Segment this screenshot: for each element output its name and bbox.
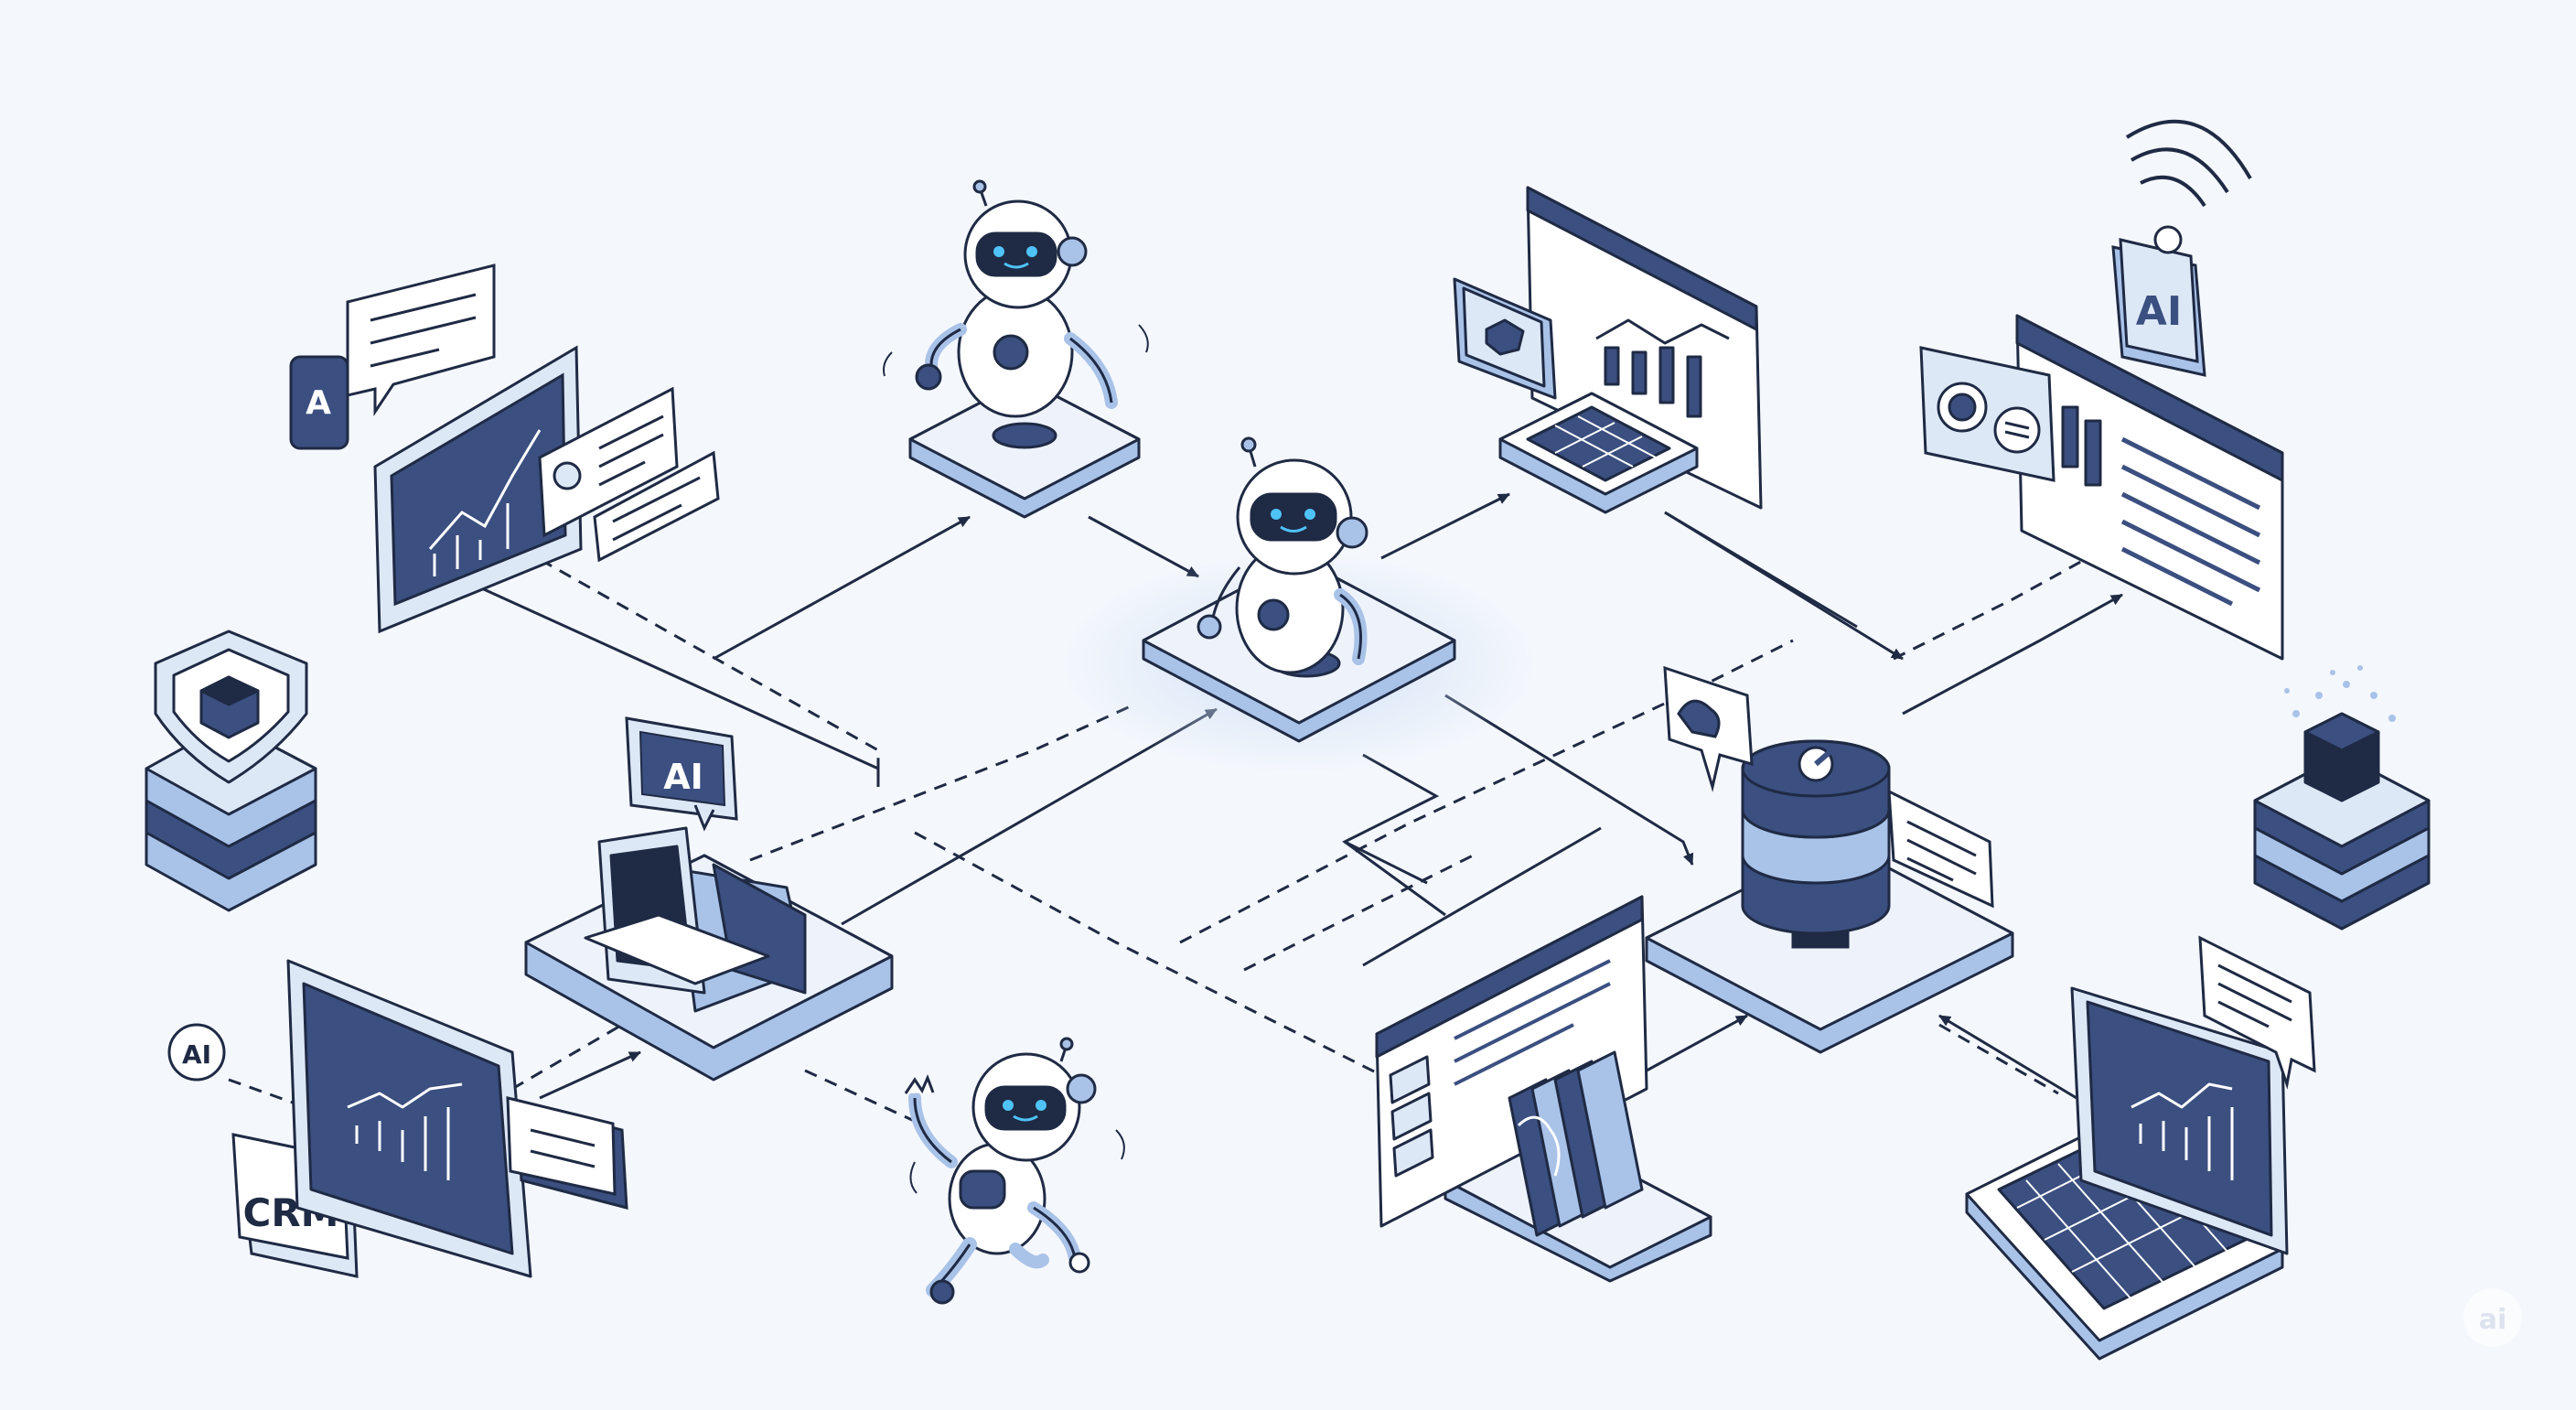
- robot-icon: [1197, 436, 1368, 678]
- connector-dashed: [1179, 639, 1794, 944]
- connector-dashed: [228, 1078, 294, 1104]
- connector-dashed: [749, 703, 1135, 862]
- chart-icon: [1595, 318, 1730, 418]
- connector-solid: [1344, 840, 1428, 885]
- connector-solid: [1380, 492, 1510, 560]
- robot-icon: [904, 1037, 1125, 1305]
- monitor-icon: [1526, 186, 1763, 510]
- chat-bubble-icon: [1887, 789, 1994, 909]
- chart-icon: [428, 429, 542, 576]
- connector-solid: [1088, 515, 1199, 578]
- connector-solid: [1664, 511, 1858, 629]
- watermark-label: ai: [2479, 1304, 2507, 1336]
- table-lines: [2120, 436, 2261, 607]
- database-icon: [1741, 739, 1891, 949]
- connector-solid: [1938, 1014, 2077, 1100]
- folder-icon: [1508, 1050, 1644, 1237]
- chart-icon: [2131, 1082, 2234, 1180]
- connector-dashed: [1243, 854, 1474, 972]
- chart-icon: [347, 1082, 463, 1180]
- ai-circle-icon: AI: [167, 1023, 226, 1082]
- robot-icon: [883, 179, 1149, 449]
- connector-dashed: [804, 1069, 925, 1127]
- ai-tag: AI: [2111, 225, 2206, 377]
- keyboard-pad: [1498, 392, 1699, 514]
- chat-bubble-icon: [1663, 665, 1754, 792]
- monitor-icon: [286, 959, 532, 1278]
- chat-bubble-icon: [593, 450, 720, 563]
- ai-monitor-tag: AI: [625, 716, 738, 832]
- a-badge-icon: A: [289, 355, 349, 450]
- watermark-badge: ai: [2463, 1288, 2522, 1347]
- laptop-icon: [1965, 986, 2289, 1361]
- connector-solid: [539, 1050, 641, 1100]
- ai-monitor-label: AI: [663, 757, 703, 797]
- connector-solid: [1646, 1014, 1748, 1072]
- user-card-icon: [538, 386, 679, 538]
- connector-dashed: [1938, 1023, 2059, 1095]
- monitor-icon: [373, 345, 583, 634]
- settings-card: [1453, 277, 1557, 400]
- ai-circle-label: AI: [182, 1039, 211, 1070]
- connector-dashed: [521, 547, 880, 787]
- chat-bubble-icon: [346, 264, 496, 416]
- connector-dashed: [511, 1023, 623, 1091]
- connector-solid: [713, 515, 971, 661]
- ai-tag-label: AI: [2136, 288, 2182, 335]
- connector-solid: [1362, 826, 1602, 967]
- connector-dashed: [1893, 547, 2105, 661]
- a-badge-label: A: [306, 384, 331, 422]
- toggle-card: [1919, 346, 2055, 482]
- monitor-icon: [1375, 895, 1648, 1228]
- database-icon: [2253, 753, 2431, 931]
- chat-bubble-icon: [2198, 935, 2316, 1090]
- connector-solid: [1444, 694, 1694, 866]
- connector-dashed: [914, 831, 1401, 1086]
- cube-icon: [2284, 665, 2396, 802]
- connector-solid: [1342, 753, 1446, 917]
- connectors: [228, 492, 2123, 1127]
- shield-cube-icon: [154, 630, 308, 784]
- chat-bubble-icon: [506, 1096, 628, 1210]
- wifi-icon: [2125, 119, 2252, 208]
- monitor-icon: [2015, 314, 2284, 661]
- monitor-icon: [584, 826, 807, 1013]
- connector-solid: [1902, 593, 2123, 716]
